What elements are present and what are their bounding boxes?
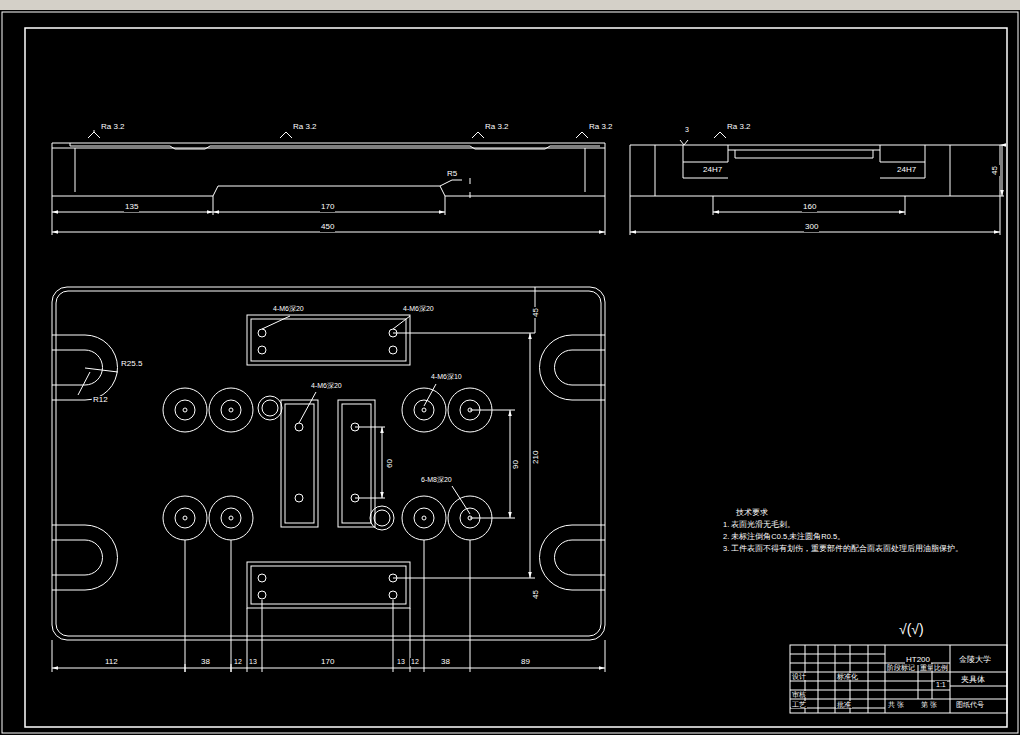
drawing-label: 第 张	[920, 701, 938, 708]
drawing-label: 1. 表面光滑无毛刺。	[722, 521, 796, 529]
drawing-label: R12	[92, 396, 109, 405]
drawing-label: 12	[233, 658, 243, 666]
drawing-label: 阶段标记	[886, 664, 916, 671]
drawing-label: Ra 3.2	[100, 123, 126, 132]
drawing-label: Ra 3.2	[726, 123, 752, 132]
title-block	[790, 645, 1007, 713]
drawing-label: 170	[320, 658, 335, 667]
drawing-label: 工艺	[791, 701, 807, 708]
drawing-label: 45	[991, 165, 1000, 176]
plan-view	[52, 287, 605, 672]
drawing-label: 13	[248, 658, 258, 666]
drawing-label: Ra 3.2	[588, 123, 614, 132]
drawing-label: 170	[320, 203, 335, 212]
drawing-label: 38	[440, 658, 451, 667]
drawing-label: 450	[320, 223, 335, 232]
drawing-label: 1:1	[935, 681, 947, 689]
drawing-label: 4-M6深10	[430, 373, 463, 381]
drawing-label: 共 张	[887, 701, 905, 708]
drawing-label: 比例	[933, 664, 949, 671]
drawing-label: √(√)	[898, 622, 925, 637]
drawing-label: Ra 3.2	[484, 123, 510, 132]
drawing-label: 2. 未标注倒角C0.5,未注圆角R0.5。	[722, 533, 846, 541]
drawing-label: 4-M6深20	[310, 382, 343, 390]
drawing-label: 图纸代号	[955, 701, 985, 709]
drawing-label: Ra 3.2	[292, 123, 318, 132]
drawing-label: 300	[804, 223, 819, 232]
drawing-label: 45	[532, 307, 541, 318]
drawing-label: 89	[520, 658, 531, 667]
drawing-label: 夹具体	[960, 676, 986, 685]
drawing-label: 135	[124, 203, 139, 212]
drawing-label: 审核	[791, 691, 807, 698]
drawing-label: 160	[802, 203, 817, 212]
drawing-label: 24H7	[702, 166, 723, 175]
drawing-label: 3	[684, 126, 690, 134]
drawing-label: 12	[410, 658, 420, 666]
drawing-label: 标准化	[836, 673, 859, 680]
drawing-label: 112	[104, 658, 119, 667]
drawing-label: 4-M6深20	[402, 305, 435, 313]
drawing-label: 24H7	[896, 166, 917, 175]
drawing-label: R25.5	[120, 360, 143, 369]
drawing-label: 60	[386, 458, 395, 469]
side-view	[630, 132, 1004, 235]
drawing-label: 设计	[791, 673, 807, 680]
drawing-label: 90	[512, 459, 521, 470]
drawing-label: 45	[532, 589, 541, 600]
drawing-label: 13	[396, 658, 406, 666]
drawing-label: 6-M8深20	[420, 476, 453, 484]
drawing-label: 38	[200, 658, 211, 667]
drawing-label: 4-M6深20	[272, 305, 305, 313]
drawing-label: 210	[532, 450, 541, 465]
drawing-label: R5	[446, 170, 458, 179]
drawing-label: 3. 工件表面不得有划伤，重要部件的配合面表面处理后用油脂保护。	[722, 545, 964, 553]
drawing-label: 金陵大学	[958, 656, 992, 665]
drawing-label: 技术要求	[735, 509, 769, 518]
drawing-label: 批准	[836, 701, 852, 708]
front-view	[52, 130, 605, 235]
